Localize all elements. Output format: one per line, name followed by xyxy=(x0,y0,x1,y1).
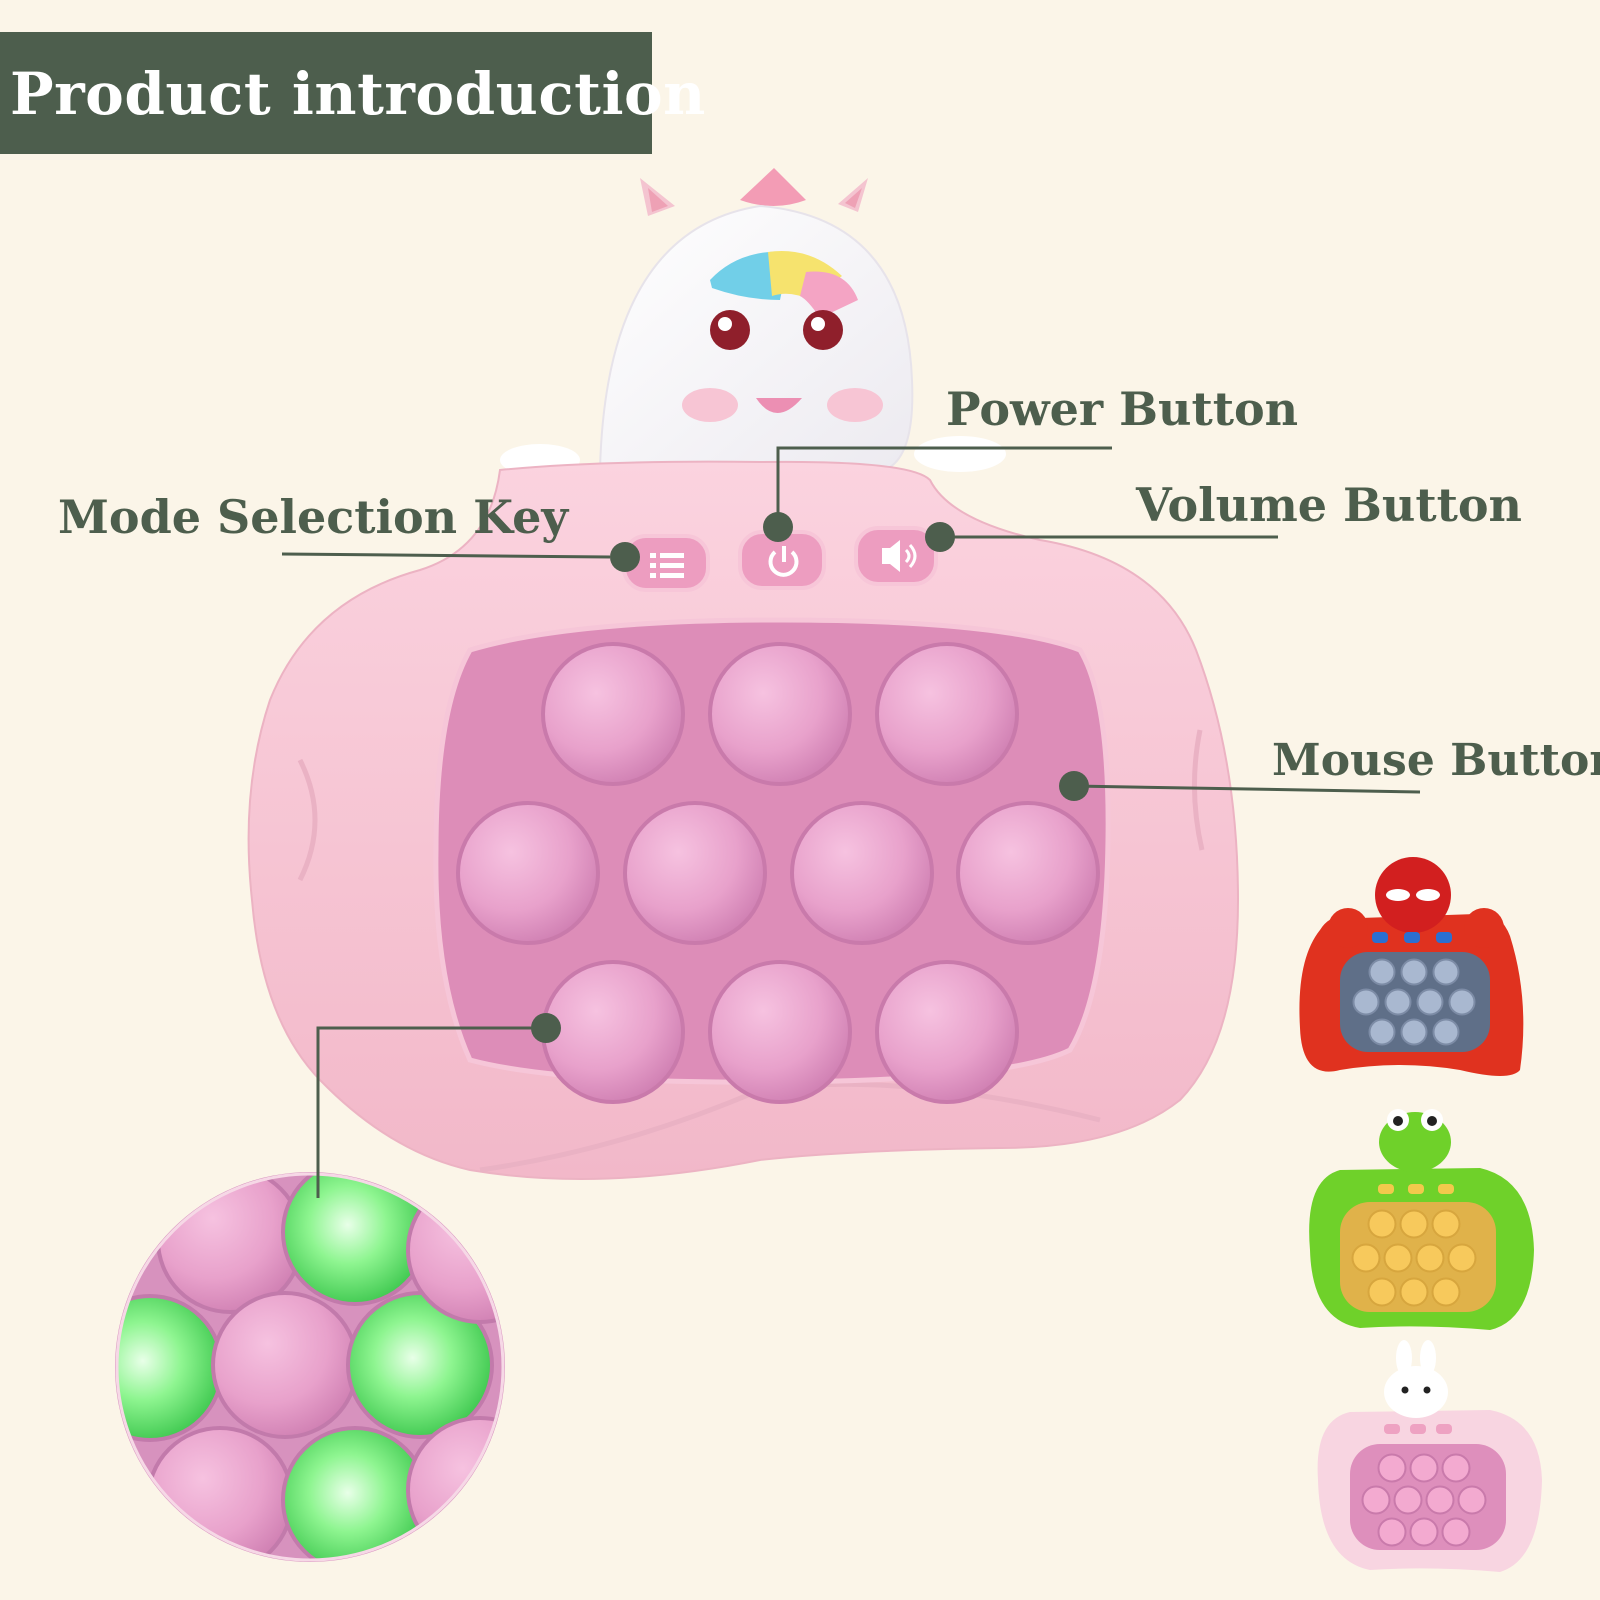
right-nub xyxy=(914,436,1006,472)
mouse-button-label: Mouse Button xyxy=(1272,735,1600,786)
page-title: Product introduction xyxy=(10,60,706,128)
bubble-grid xyxy=(456,642,1100,1104)
power-line xyxy=(776,446,1112,527)
pop-bubble[interactable] xyxy=(623,801,767,945)
pop-bubble[interactable] xyxy=(456,801,600,945)
zoom-bubbles xyxy=(117,1174,503,1560)
pop-bubble[interactable] xyxy=(708,960,852,1104)
mode-line xyxy=(281,552,611,559)
callout-lines xyxy=(281,446,1421,1198)
callout-dots xyxy=(531,512,1089,1043)
volume-button-label: Volume Button xyxy=(1136,478,1522,532)
variant-spider-red xyxy=(1299,857,1524,1076)
list-icon xyxy=(650,553,684,578)
pop-bubble[interactable] xyxy=(875,642,1019,786)
speaker-icon xyxy=(882,540,917,572)
pop-bubble[interactable] xyxy=(790,801,934,945)
volume-button[interactable] xyxy=(854,526,938,586)
zoom-line xyxy=(316,1026,546,1198)
pop-bubble[interactable] xyxy=(875,960,1019,1104)
pop-bubble[interactable] xyxy=(956,801,1100,945)
variant-bunny-pink xyxy=(1317,1340,1542,1572)
variant-frog-green xyxy=(1309,1109,1534,1330)
power-button-label: Power Button xyxy=(946,382,1299,436)
mouse-line xyxy=(1073,784,1421,794)
pop-bubble[interactable] xyxy=(541,642,685,786)
pop-bubble[interactable] xyxy=(541,960,685,1104)
title-bar: Product introduction xyxy=(0,32,705,154)
mode-selection-key-label: Mode Selection Key xyxy=(58,490,569,544)
mode-selection-key[interactable] xyxy=(622,534,710,592)
unicorn-head xyxy=(598,168,914,478)
pop-bubble[interactable] xyxy=(708,642,852,786)
power-icon xyxy=(768,546,799,577)
